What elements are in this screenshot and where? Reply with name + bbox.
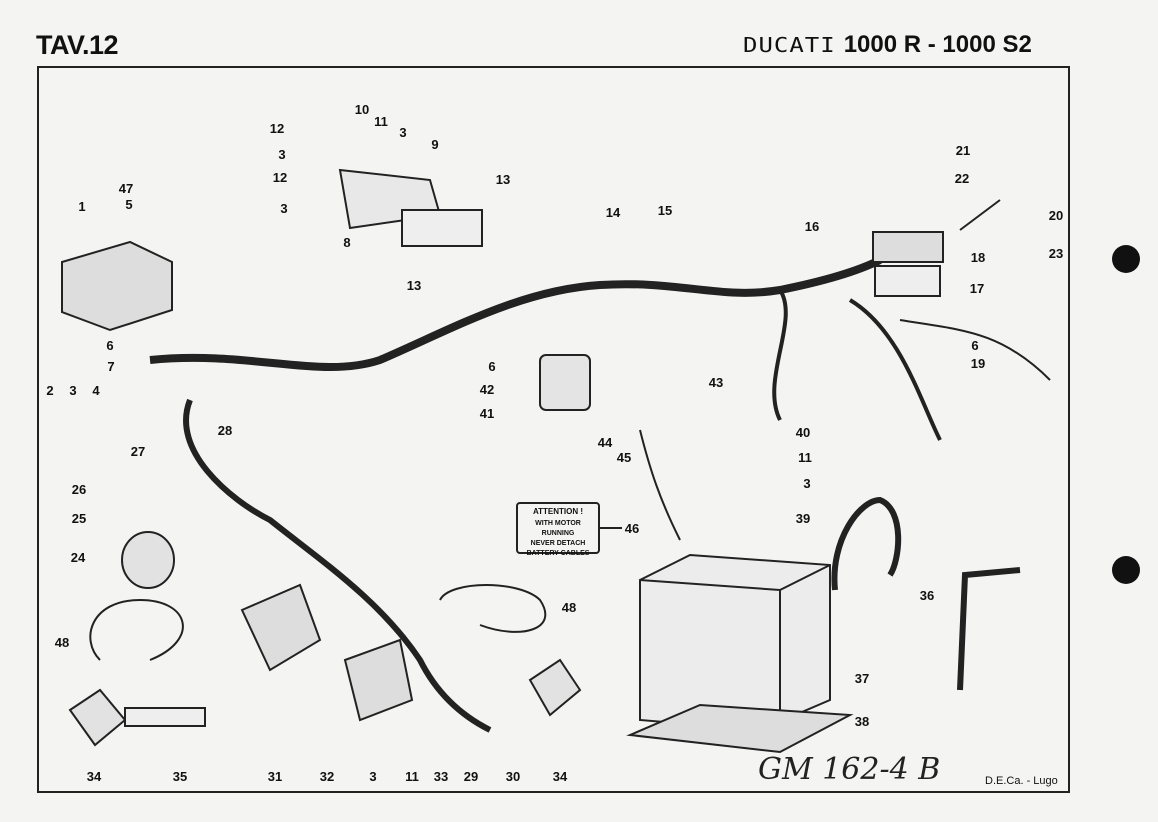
callout: 3 bbox=[803, 476, 810, 491]
part-drawings bbox=[61, 168, 1051, 754]
callout: 6 bbox=[971, 338, 978, 353]
battery-tray bbox=[626, 703, 854, 754]
callout-labels: 10 11 3 12 3 9 12 3 13 8 13 47 5 1 14 15… bbox=[46, 102, 1063, 784]
spark-plug bbox=[124, 707, 206, 727]
callout: 20 bbox=[1049, 208, 1063, 223]
callout: 6 bbox=[488, 359, 495, 374]
callout: 45 bbox=[617, 450, 631, 465]
callout: 25 bbox=[72, 511, 86, 526]
callout: 42 bbox=[480, 382, 494, 397]
callout: 7 bbox=[107, 359, 114, 374]
callout: 12 bbox=[273, 170, 287, 185]
callout: 15 bbox=[658, 203, 672, 218]
callout: 26 bbox=[72, 482, 86, 497]
warning-line: WITH MOTOR RUNNING bbox=[535, 520, 581, 537]
callout: 46 bbox=[625, 521, 639, 536]
callout: 23 bbox=[1049, 246, 1063, 261]
callout: 11 bbox=[374, 114, 388, 129]
ignition-module bbox=[240, 583, 322, 672]
callout: 10 bbox=[355, 102, 369, 117]
battery-strap bbox=[831, 496, 902, 591]
callout: 29 bbox=[464, 769, 478, 784]
ducati-logo: DUCATI bbox=[743, 33, 836, 57]
callout: 11 bbox=[405, 769, 419, 784]
battery-cable bbox=[957, 567, 1021, 691]
callout: 13 bbox=[496, 172, 510, 187]
warning-label: ATTENTION ! WITH MOTOR RUNNING NEVER DET… bbox=[516, 502, 600, 557]
callout: 12 bbox=[270, 121, 284, 136]
voltage-regulator bbox=[61, 240, 173, 332]
callout: 21 bbox=[956, 143, 970, 158]
fuse-box bbox=[872, 231, 944, 263]
brand-header: DUCATI 1000 R - 1000 S2 bbox=[743, 31, 1032, 59]
callout: 8 bbox=[343, 235, 350, 250]
callout: 31 bbox=[268, 769, 282, 784]
callout: 43 bbox=[709, 375, 723, 390]
callout: 47 bbox=[119, 181, 133, 196]
callout: 4 bbox=[92, 383, 100, 398]
callout: 22 bbox=[955, 171, 969, 186]
callout: 39 bbox=[796, 511, 810, 526]
callout: 6 bbox=[106, 338, 113, 353]
main-harness bbox=[149, 256, 882, 372]
ht-lead bbox=[89, 598, 184, 661]
warning-line: ATTENTION ! bbox=[532, 507, 584, 516]
diagram-frame bbox=[37, 66, 1070, 793]
callout: 3 bbox=[69, 383, 76, 398]
callout: 40 bbox=[796, 425, 810, 440]
callout: 44 bbox=[598, 435, 613, 450]
relay-box bbox=[401, 209, 483, 247]
callout: 13 bbox=[407, 278, 421, 293]
spark-plug-cap bbox=[528, 658, 582, 717]
callout: 11 bbox=[798, 450, 812, 465]
plate-number: TAV.12 bbox=[36, 30, 119, 60]
callout: 48 bbox=[55, 635, 69, 650]
callout: 5 bbox=[125, 197, 132, 212]
starter-solenoid bbox=[539, 354, 591, 411]
callout: 9 bbox=[431, 137, 438, 152]
credit-text: D.E.Ca. - Lugo bbox=[985, 775, 1058, 787]
callout: 38 bbox=[855, 714, 869, 729]
warning-line: BATTERY CABLES bbox=[526, 550, 590, 557]
ignition-module bbox=[343, 638, 414, 722]
battery bbox=[639, 553, 831, 732]
callout: 3 bbox=[369, 769, 376, 784]
spark-plug-cap bbox=[68, 688, 127, 747]
warning-line: NEVER DETACH bbox=[530, 540, 586, 547]
callout: 36 bbox=[920, 588, 934, 603]
callout: 37 bbox=[855, 671, 869, 686]
battery-lead bbox=[639, 429, 681, 541]
callout: 33 bbox=[434, 769, 448, 784]
callout: 14 bbox=[606, 205, 621, 220]
sub-harness bbox=[183, 398, 492, 733]
callout: 28 bbox=[218, 423, 232, 438]
callout: 3 bbox=[280, 201, 287, 216]
horn bbox=[121, 531, 175, 589]
callout: 24 bbox=[71, 550, 86, 565]
callout: 27 bbox=[131, 444, 145, 459]
model-names: 1000 R - 1000 S2 bbox=[843, 31, 1032, 58]
callout: 30 bbox=[506, 769, 520, 784]
binder-hole bbox=[1112, 556, 1140, 584]
callout: 35 bbox=[173, 769, 187, 784]
binder-hole bbox=[1112, 245, 1140, 273]
callout: 19 bbox=[971, 356, 985, 371]
callout: 34 bbox=[553, 769, 568, 784]
callout: 48 bbox=[562, 600, 576, 615]
callout: 18 bbox=[971, 250, 985, 265]
callout: 2 bbox=[46, 383, 53, 398]
callout: 32 bbox=[320, 769, 334, 784]
callout: 41 bbox=[480, 406, 494, 421]
callout: 17 bbox=[970, 281, 984, 296]
callout: 16 bbox=[805, 219, 819, 234]
callout: 3 bbox=[278, 147, 285, 162]
callout: 3 bbox=[399, 125, 406, 140]
handwritten-note: GM 162-4 B bbox=[758, 752, 941, 787]
callout: 1 bbox=[78, 199, 85, 214]
callout: 34 bbox=[87, 769, 102, 784]
